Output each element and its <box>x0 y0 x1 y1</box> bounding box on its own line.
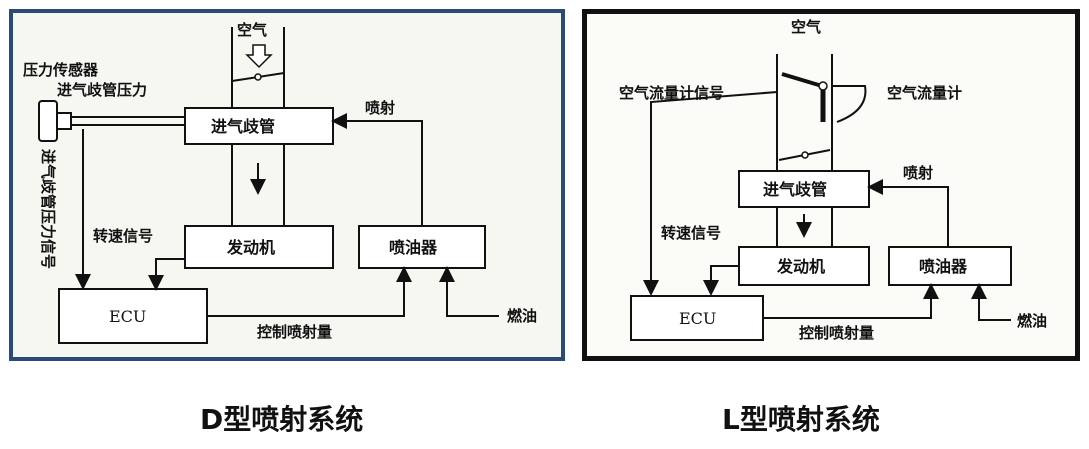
l-airflow-pivot-icon <box>818 81 828 91</box>
d-control-injection-label: 控制喷射量 <box>257 323 332 341</box>
d-engine-label: 发动机 <box>226 238 275 257</box>
d-throttle-pivot-icon <box>254 73 262 81</box>
d-system-svg: 空气 进气歧管 发动机 喷油器 喷射 压力传感器 进气歧管压力 进气歧管压力信号… <box>23 21 537 344</box>
d-intake-manifold-label: 进气歧管 <box>211 117 275 136</box>
l-rpm-signal-line <box>703 265 739 296</box>
l-rpm-signal-label: 转速信号 <box>661 224 721 242</box>
l-airflow-meter-label: 空气流量计 <box>887 84 962 102</box>
l-intake-manifold-label: 进气歧管 <box>763 180 827 199</box>
d-rpm-signal-line <box>148 258 185 291</box>
l-engine-box <box>738 246 870 286</box>
d-fuel-label: 燃油 <box>507 307 537 325</box>
d-control-line <box>207 266 412 317</box>
d-intake-manifold-box <box>184 107 334 145</box>
l-system-diagram: 空气 空气流量计 空气流量计信号 进气歧管 发动机 喷油器 喷射 转速信号 <box>582 9 1080 361</box>
d-air-arrow-icon <box>245 44 273 69</box>
l-airflow-meter-housing <box>832 85 867 123</box>
l-system-svg: 空气 空气流量计 空气流量计信号 进气歧管 发动机 喷油器 喷射 转速信号 <box>619 18 1047 342</box>
l-ecu-box <box>630 295 764 341</box>
d-pressure-sensor-label: 压力传感器 <box>23 61 99 79</box>
l-throttle-pivot-icon <box>801 151 809 159</box>
d-injector-box <box>358 225 486 269</box>
d-injection-label: 喷射 <box>365 99 395 117</box>
l-engine-label: 发动机 <box>776 257 825 276</box>
l-injection-line <box>867 179 949 247</box>
l-injector-label: 喷油器 <box>919 257 968 276</box>
d-injection-line <box>331 113 423 226</box>
d-fuel-line <box>439 266 499 317</box>
l-control-injection-label: 控制喷射量 <box>799 324 874 342</box>
d-injector-label: 喷油器 <box>389 238 438 257</box>
l-control-line <box>763 283 939 319</box>
l-airflow-vane <box>781 72 823 88</box>
l-injection-label: 喷射 <box>903 164 933 182</box>
d-ecu-box <box>58 288 208 344</box>
d-sensor-connector <box>56 112 72 130</box>
d-pressure-sensor-icon <box>38 100 58 142</box>
d-manifold-pressure-signal-label: 进气歧管压力信号 <box>39 149 57 269</box>
d-rpm-signal-label: 转速信号 <box>93 227 153 245</box>
l-air-label: 空气 <box>791 18 821 36</box>
d-manifold-pressure-label: 进气歧管压力 <box>57 81 147 99</box>
l-system-caption: L型喷射系统 <box>722 403 880 436</box>
d-ecu-label: ECU <box>109 307 146 326</box>
d-engine-box <box>184 225 334 269</box>
d-system-caption: D型喷射系统 <box>200 403 364 436</box>
l-airflow-signal-label: 空气流量计信号 <box>619 84 724 102</box>
l-ecu-label: ECU <box>679 309 716 328</box>
l-injector-box <box>888 246 1012 286</box>
d-air-label: 空气 <box>237 21 267 39</box>
d-system-diagram: 空气 进气歧管 发动机 喷油器 喷射 压力传感器 进气歧管压力 进气歧管压力信号… <box>9 9 565 361</box>
l-fuel-label: 燃油 <box>1017 312 1047 330</box>
l-airflow-signal-line <box>643 91 778 296</box>
l-fuel-line <box>971 283 1011 321</box>
